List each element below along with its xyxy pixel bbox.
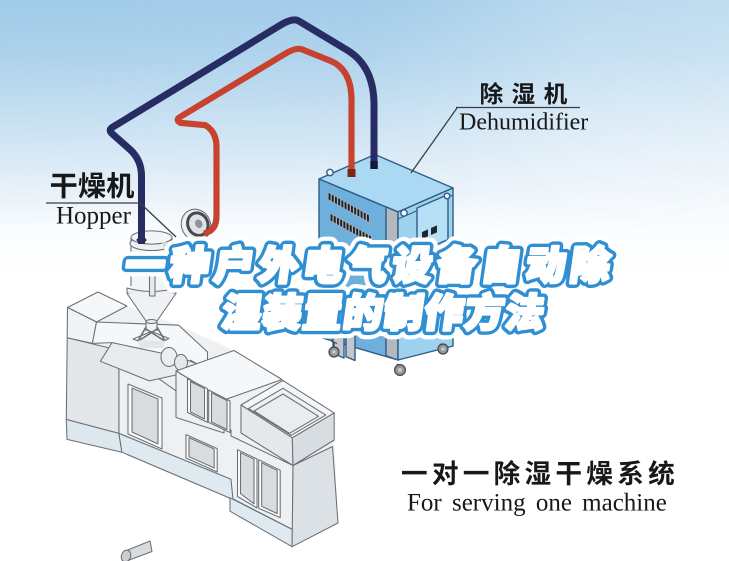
svg-text:Dehumidifier: Dehumidifier [459, 110, 588, 136]
svg-text:For serving one machine: For serving one machine [407, 490, 667, 517]
svg-text:Hopper: Hopper [56, 203, 132, 230]
